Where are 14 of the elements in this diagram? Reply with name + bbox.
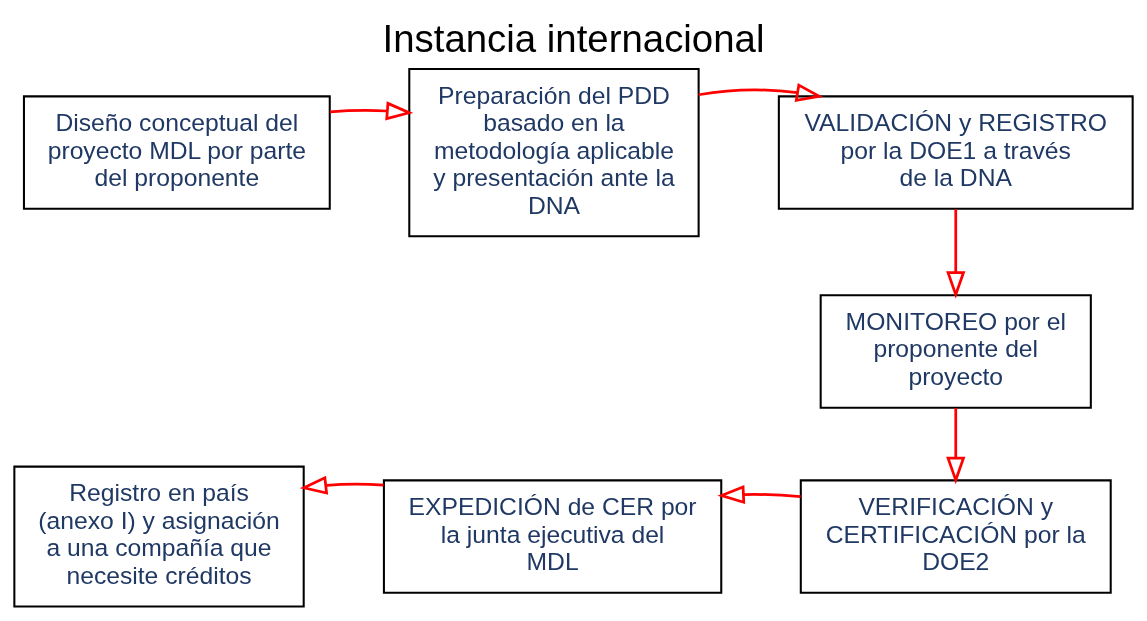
arrow	[299, 475, 384, 495]
node-box: VALIDACIÓN y REGISTRO por la DOE1 a través de la DNA	[777, 94, 1134, 210]
node-box: Diseño conceptual del proyecto MDL por parte del proponente	[22, 94, 331, 210]
node-box: VERIFICACIÓN y CERTIFICACIÓN por la DOE2	[799, 478, 1112, 594]
arrow	[946, 208, 966, 299]
node-box: EXPEDICIÓN de CER por la junta ejecutiva del MDL	[382, 478, 723, 594]
arrow	[717, 484, 801, 504]
node-box: Registro en país (anexo I) y asignación a una compañía que necesite créditos	[13, 465, 305, 608]
arrow	[329, 100, 414, 120]
node-box: MONITOREO por el proponente del proyecto	[819, 293, 1092, 409]
diagram-title: Instancia internacional	[382, 16, 765, 60]
node-box: Preparación del PDD basado en la metodología aplicable y presentación ante la DNA	[408, 67, 700, 237]
arrow	[946, 407, 966, 484]
arrow	[698, 82, 824, 102]
